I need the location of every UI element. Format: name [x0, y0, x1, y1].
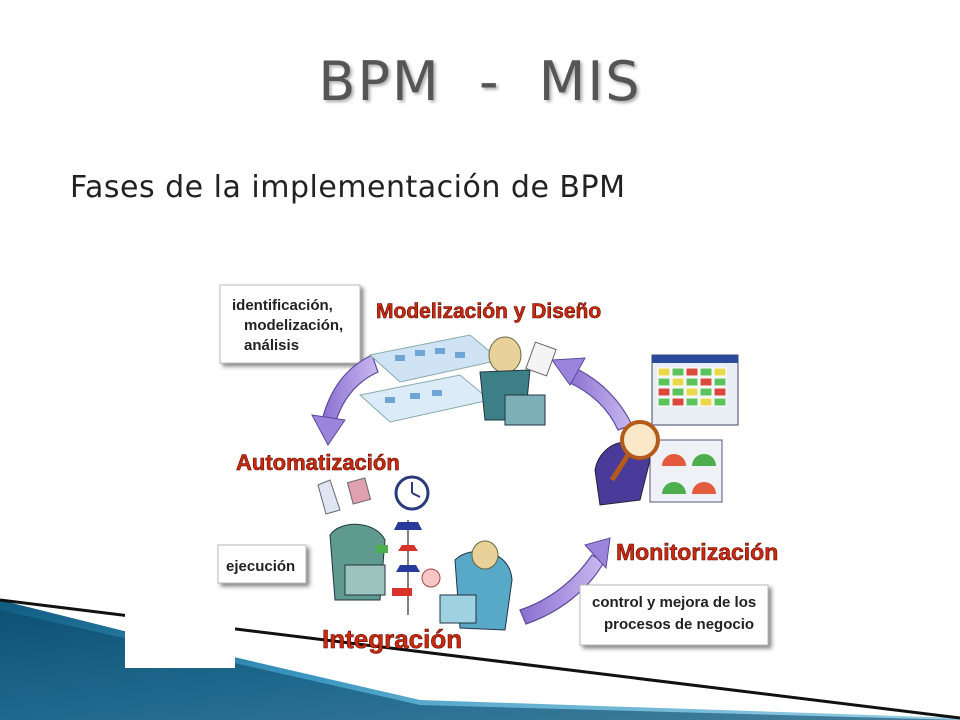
- execution-note-box: ejecución: [217, 544, 307, 584]
- design-note-line2: modelización,: [244, 317, 343, 334]
- phase-automation-label: Automatización: [236, 450, 400, 475]
- slide-title: BPM - MIS: [318, 50, 642, 113]
- monitoring-note-box: control y mejora de los procesos de nego…: [579, 584, 769, 646]
- cycle-arrow-head-top-right: [551, 357, 586, 386]
- integration-illustration: [376, 520, 513, 631]
- cycle-arrow-design-to-automation: [321, 354, 379, 425]
- monitoring-note-line1: control y mejora de los: [592, 594, 756, 611]
- slide-subtitle: Fases de la implementación de BPM: [70, 170, 626, 205]
- corner-decoration: [0, 598, 960, 720]
- phase-design-label: Modelización y Diseño: [376, 300, 601, 323]
- automation-illustration: [317, 475, 430, 601]
- design-note-box: identificación, modelización, análisis: [219, 284, 361, 364]
- design-illustration: [358, 334, 557, 426]
- design-note-line3: análisis: [244, 337, 299, 354]
- cycle-arrow-head-left: [311, 414, 346, 446]
- monitoring-note-line2: procesos de negocio: [604, 616, 754, 633]
- execution-note: ejecución: [226, 558, 295, 575]
- phase-monitoring-label: Monitorización: [616, 539, 778, 565]
- cycle-arrow-head-bottom-right: [584, 537, 611, 570]
- design-note-line1: identificación,: [232, 297, 333, 314]
- phase-integration-label: Integración: [322, 624, 462, 654]
- cycle-arrow-monitoring-to-design: [567, 367, 633, 431]
- monitoring-illustration: [594, 354, 739, 506]
